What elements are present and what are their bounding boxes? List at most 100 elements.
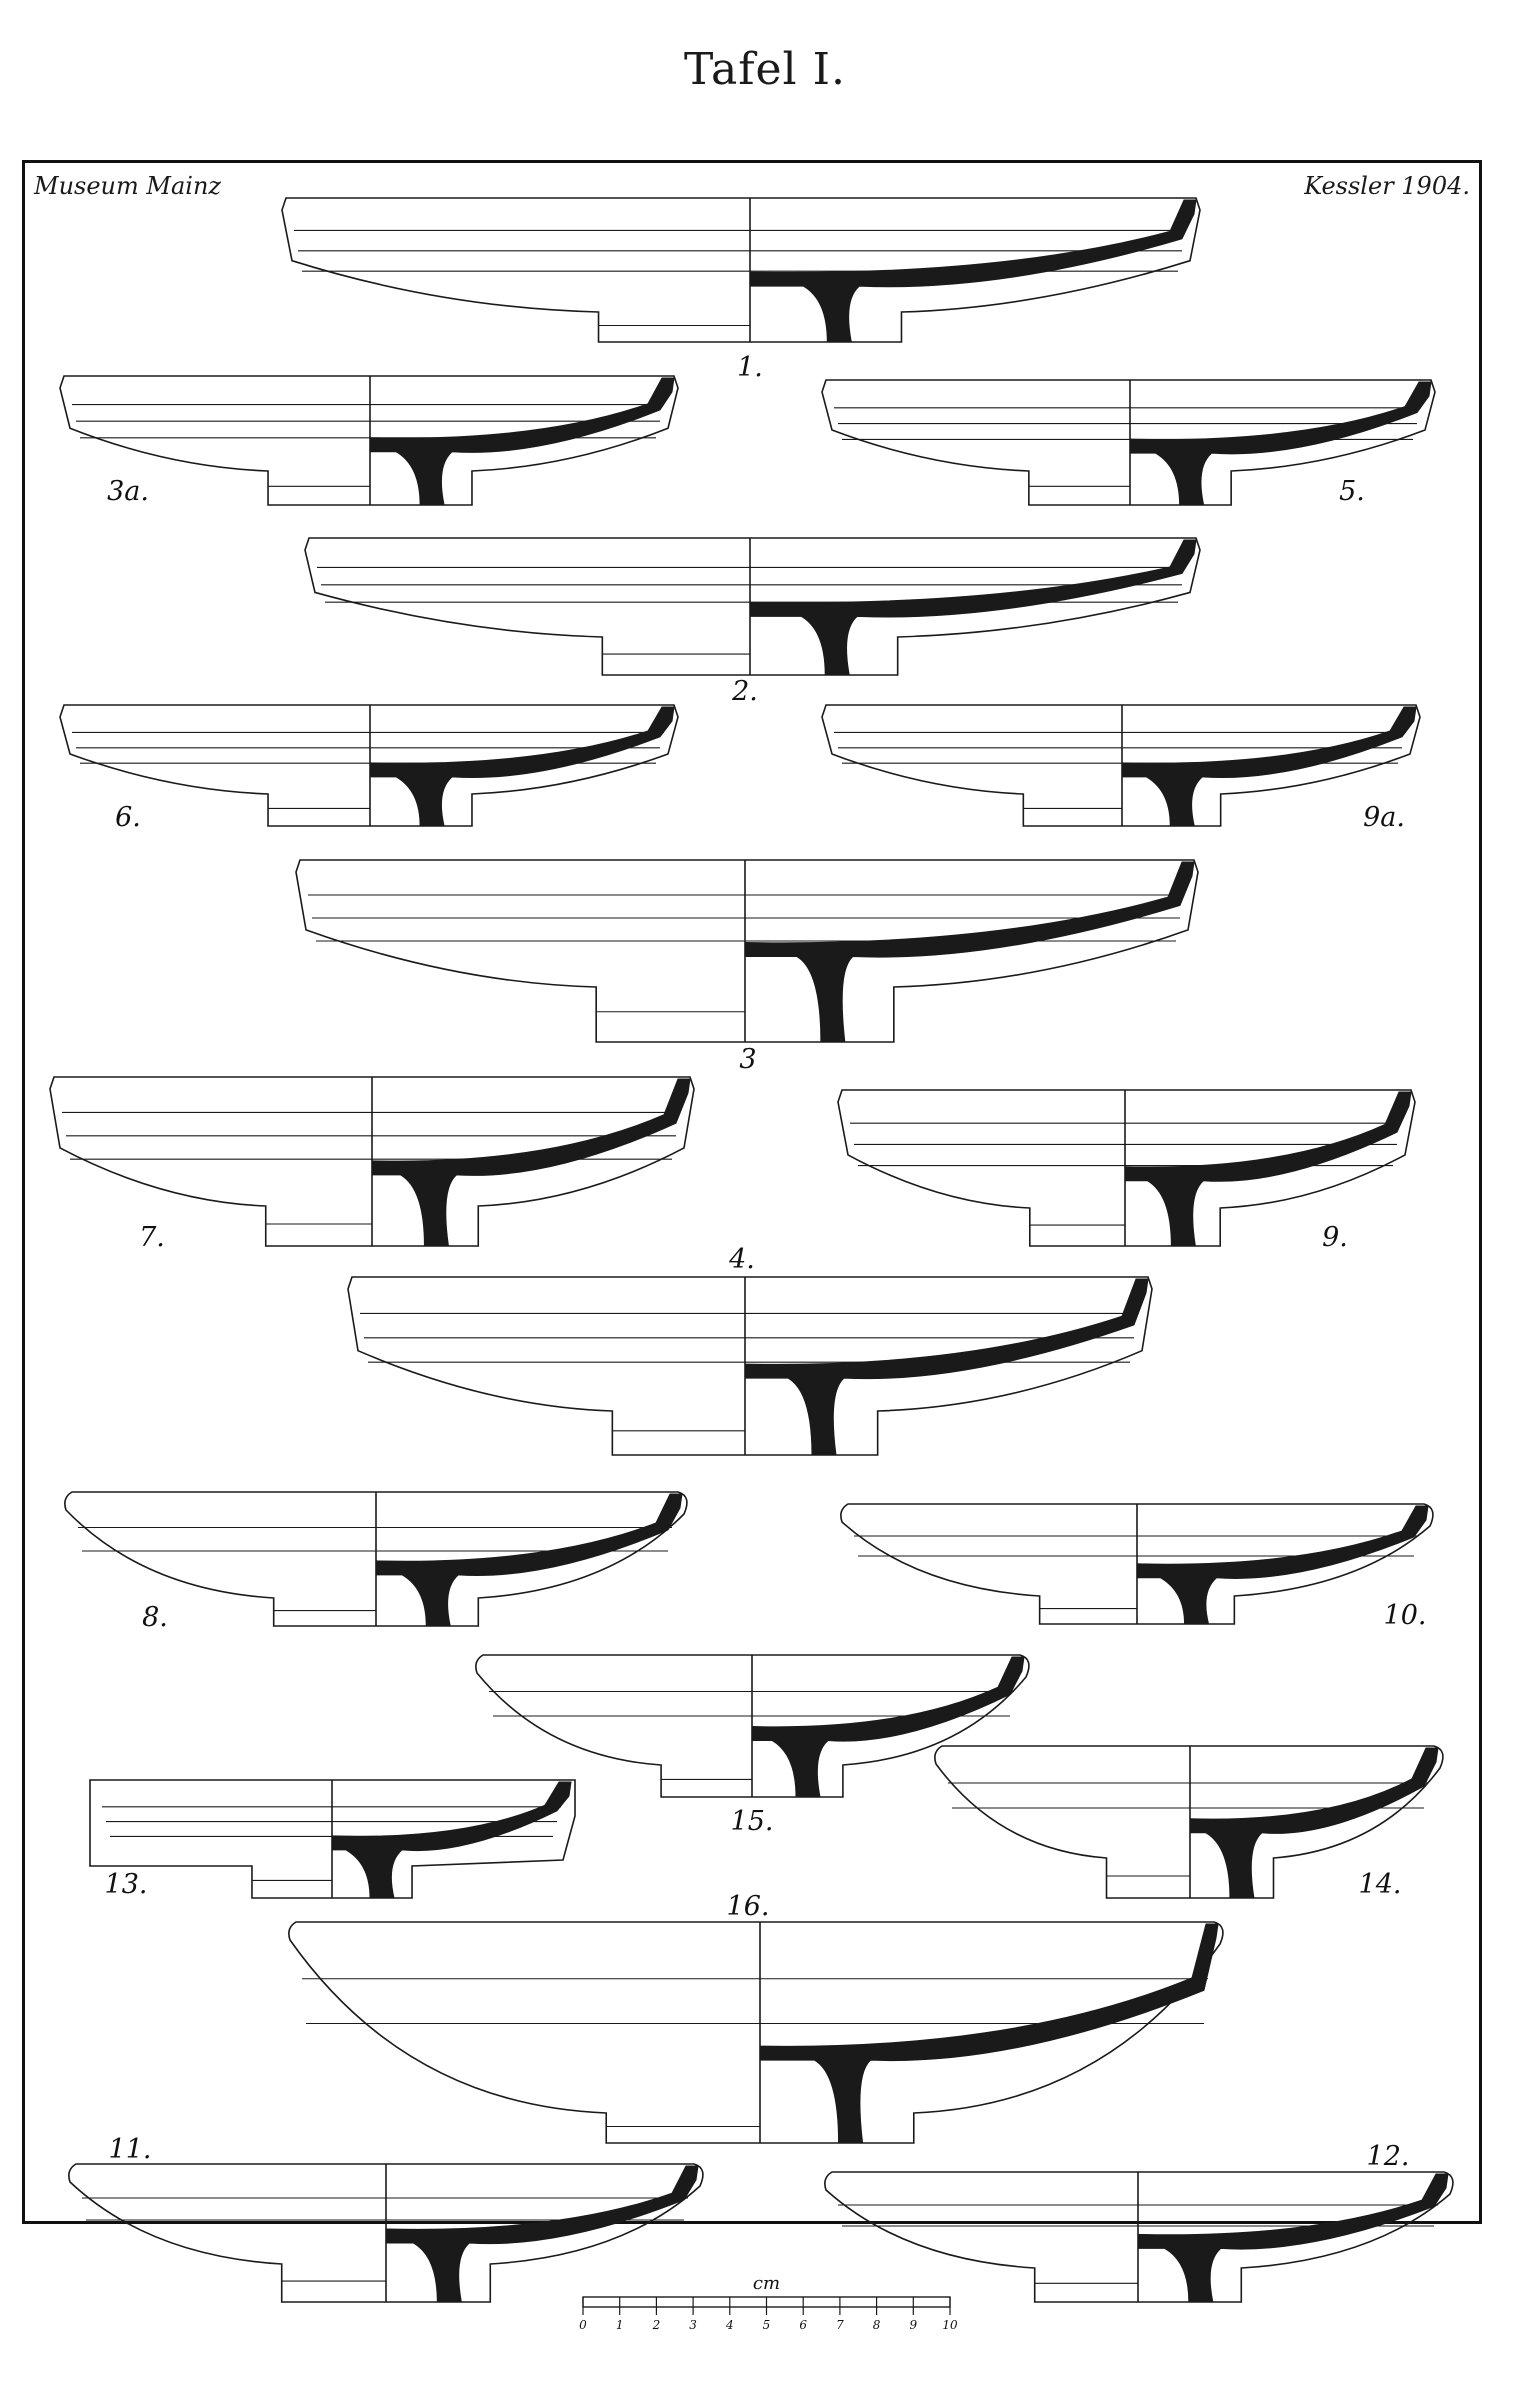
- vessel-outline-left: [821, 379, 1130, 506]
- scale-tick-label: 10: [942, 2318, 958, 2332]
- plate-title: Tafel I.: [684, 44, 846, 95]
- section-profile: [1136, 1505, 1429, 1625]
- museum-label: Museum Mainz: [34, 172, 222, 200]
- vessel-figure: 16.: [288, 1891, 1224, 2144]
- vessel-outline-left: [281, 197, 750, 343]
- vessel-outline-left: [934, 1745, 1190, 1899]
- section-profile: [371, 1078, 691, 1247]
- vessel-outline-right: [372, 1076, 695, 1247]
- vessel-outline-left: [49, 1076, 372, 1247]
- figure-number: 4.: [728, 1244, 755, 1275]
- scale-tick-label: 3: [689, 2318, 697, 2332]
- vessel-outline-left: [64, 1491, 376, 1627]
- section-profile: [749, 539, 1197, 676]
- vessel-outline-right: [1122, 704, 1421, 827]
- vessel-outline-right: [370, 375, 679, 506]
- vessel-outline-right: [1137, 1503, 1434, 1625]
- scale-tick-label: 4: [725, 2318, 734, 2332]
- scale-tick-label: 9: [909, 2318, 917, 2332]
- scale-tick-label: 7: [836, 2318, 844, 2332]
- section-profile: [1121, 706, 1417, 827]
- figure-number: 2.: [731, 676, 758, 707]
- vessel-figure: 11.: [68, 2134, 704, 2303]
- vessel-figure: 4.: [347, 1244, 1153, 1456]
- vessel-outline-left: [840, 1503, 1137, 1625]
- vessel-outline-right: [745, 1276, 1153, 1456]
- figure-number: 10.: [1384, 1600, 1427, 1631]
- vessel-outline-right: [376, 1491, 688, 1627]
- vessel-outline-left: [837, 1089, 1125, 1247]
- figure-number: 16.: [727, 1891, 770, 1922]
- scale-tick-label: 8: [873, 2318, 881, 2332]
- vessel-outline-right: [760, 1921, 1224, 2144]
- vessel-outline-right: [1130, 379, 1436, 506]
- figure-number: 9.: [1322, 1222, 1348, 1253]
- figure-number: 5.: [1339, 476, 1365, 507]
- vessel-outline-right: [370, 704, 679, 827]
- vessel-outline-right: [750, 197, 1201, 343]
- section-profile: [369, 706, 675, 827]
- vessel-figure: 3a.: [59, 375, 679, 507]
- vessel-outline-left: [295, 859, 745, 1043]
- vessel-outline-right: [332, 1779, 576, 1899]
- section-profile: [375, 1493, 683, 1627]
- section-profile: [369, 377, 675, 506]
- vessel-figure: 8.: [64, 1491, 688, 1633]
- vessel-outline-left: [59, 704, 370, 827]
- vessel-figure: 14.: [934, 1745, 1444, 1900]
- vessel-outline-right: [1190, 1745, 1444, 1899]
- author-label: Kessler 1904.: [1304, 172, 1470, 200]
- vessel-outline-right: [1138, 2171, 1454, 2303]
- figure-number: 11.: [109, 2134, 152, 2165]
- section-profile: [1124, 1091, 1412, 1247]
- figure-number: 15.: [731, 1806, 774, 1837]
- section-profile: [331, 1781, 572, 1899]
- vessel-figure: 6.: [59, 704, 679, 833]
- section-profile: [759, 1923, 1219, 2144]
- scale-tick-label: 0: [579, 2318, 587, 2332]
- vessel-figure: 12.: [824, 2141, 1454, 2303]
- section-profile: [1129, 381, 1432, 506]
- vessel-outline-right: [752, 1654, 1030, 1798]
- scale-tick-label: 5: [763, 2318, 771, 2332]
- figure-number: 9a.: [1363, 802, 1405, 833]
- figure-number: 6.: [115, 802, 141, 833]
- section-profile: [749, 199, 1197, 343]
- vessel-figure: 10.: [840, 1503, 1434, 1631]
- section-profile: [744, 861, 1195, 1043]
- section-profile: [1189, 1747, 1439, 1899]
- vessel-figure: 2.: [304, 537, 1201, 707]
- figure-number: 3a.: [107, 476, 149, 507]
- scale-tick-label: 6: [799, 2318, 807, 2332]
- vessel-figure: 5.: [821, 379, 1436, 507]
- vessel-outline-left: [288, 1921, 760, 2144]
- vessel-outline-right: [750, 537, 1201, 676]
- figure-number: 12.: [1367, 2141, 1410, 2172]
- vessel-outline-left: [824, 2171, 1138, 2303]
- vessel-outline-right: [745, 859, 1199, 1043]
- vessel-figure: 1.: [281, 197, 1201, 383]
- vessel-outline-left: [68, 2163, 386, 2303]
- figure-number: 3: [739, 1044, 756, 1075]
- scale-tick-label: 2: [652, 2318, 661, 2332]
- vessel-outline-left: [89, 1779, 332, 1899]
- figure-number: 13.: [105, 1869, 148, 1900]
- section-profile: [744, 1278, 1149, 1456]
- scale-tick-label: 1: [616, 2318, 624, 2332]
- vessel-outline-left: [304, 537, 750, 676]
- scale-unit-label: cm: [753, 2273, 780, 2294]
- figure-number: 1.: [737, 352, 763, 383]
- vessel-figure: 9a.: [821, 704, 1421, 833]
- vessel-outline-right: [1125, 1089, 1416, 1247]
- vessel-figure: 7.: [49, 1076, 695, 1253]
- vessel-outline-left: [475, 1654, 752, 1798]
- vessel-outline-left: [821, 704, 1122, 827]
- vessel-figure: 3: [295, 859, 1199, 1075]
- plate-frame: [22, 160, 1482, 2224]
- vessel-outline-left: [59, 375, 370, 506]
- vessel-outline-left: [347, 1276, 745, 1456]
- figure-number: 8.: [142, 1602, 168, 1633]
- vessel-figure: 13.: [89, 1779, 576, 1900]
- section-profile: [385, 2165, 699, 2303]
